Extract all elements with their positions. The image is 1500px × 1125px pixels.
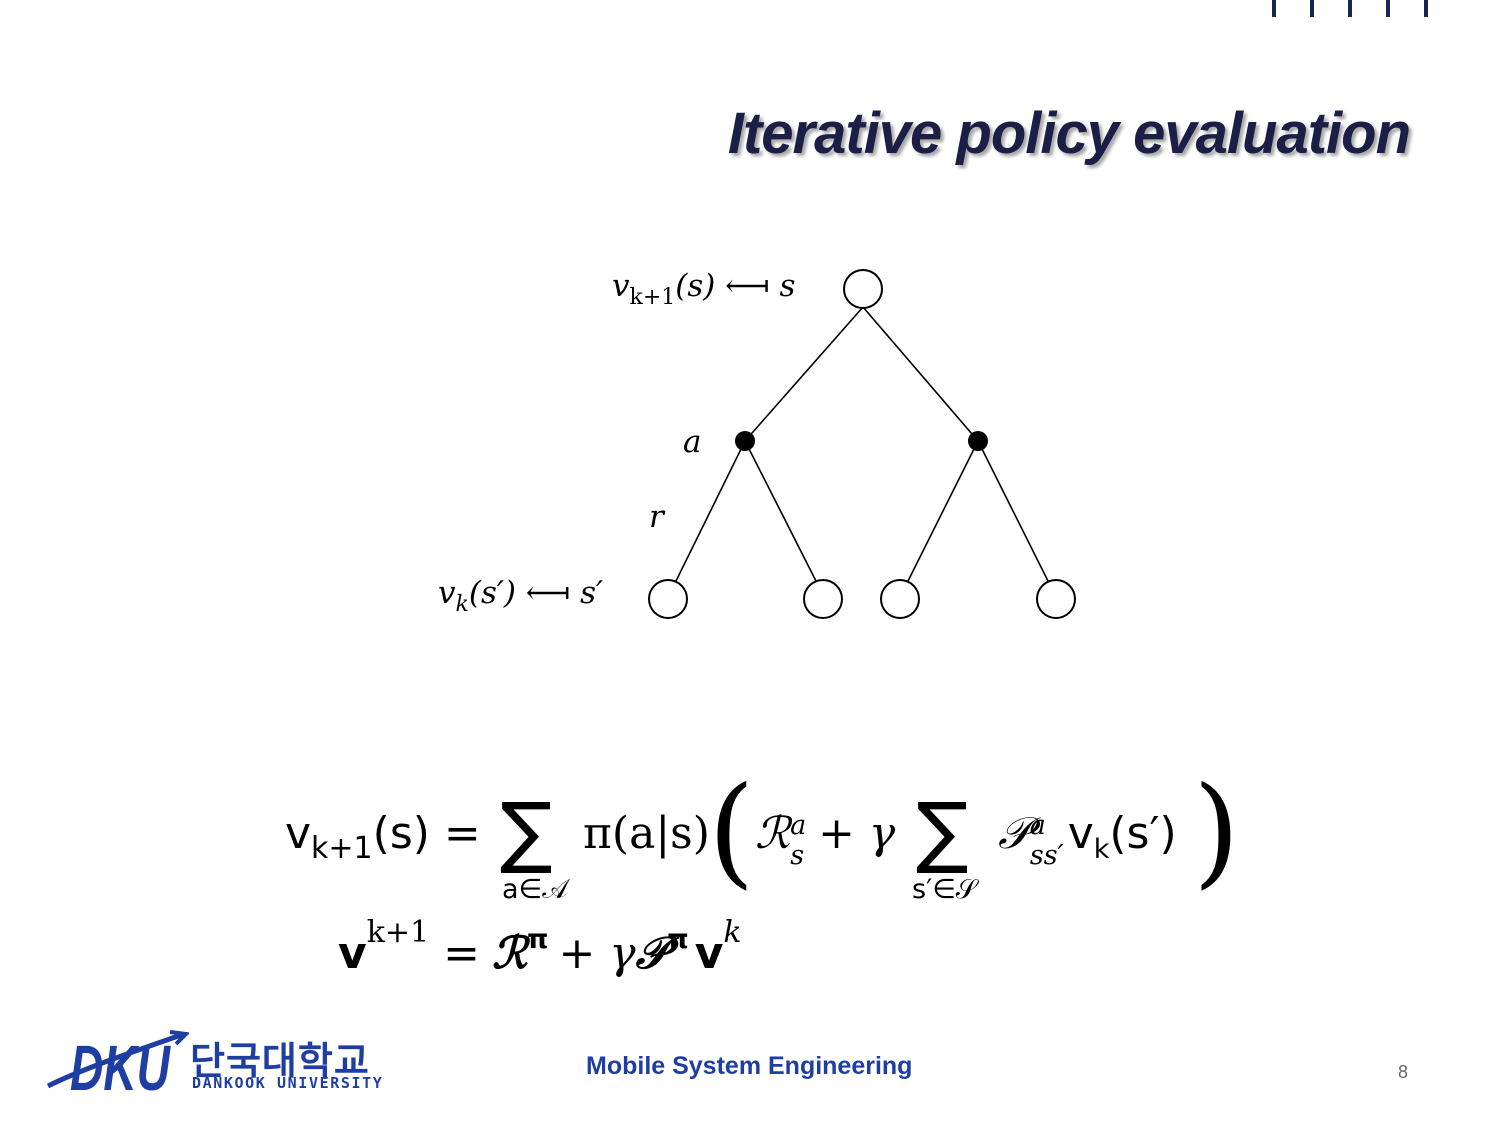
dku-emblem-icon: DKU (46, 1030, 189, 1098)
state-node-leaf-1 (648, 579, 688, 619)
close-paren: ) (1193, 762, 1240, 901)
open-paren: ( (708, 762, 755, 901)
root-label: vk+1(s) ⟻ s (612, 268, 795, 310)
state-node-leaf-4 (1036, 579, 1076, 619)
corner-decoration (1265, 0, 1435, 20)
dankook-university-logo: DKU 단국대학교 DANKOOK UNIVERSITY (44, 1028, 414, 1098)
svg-text:vk+1(s) =: vk+1(s) = (285, 808, 481, 866)
action-node-2 (968, 431, 988, 451)
footer-course-title: Mobile System Engineering (586, 1052, 913, 1080)
logo-english-name: DANKOOK UNIVERSITY (192, 1074, 384, 1092)
sum-symbol-2: ∑ (916, 787, 969, 877)
page-number: 8 (1398, 1062, 1409, 1082)
svg-text:π(a|s): π(a|s) (583, 808, 710, 859)
sum-symbol-1: ∑ (500, 787, 553, 877)
backup-diagram: vk+1(s) ⟻ s a r vk(s′) ⟻ s′ (438, 268, 1076, 619)
edge-root-action2 (862, 306, 979, 442)
edge-root-action1 (744, 306, 864, 442)
edge-action1-leaf2 (744, 440, 818, 584)
reward-label: r (649, 499, 666, 535)
leaf-label: vk(s′) ⟻ s′ (438, 575, 603, 617)
svg-text:ℛas+ γ: ℛas+ γ (755, 808, 896, 871)
edge-action2-leaf4 (977, 440, 1050, 584)
svg-text:s′∈𝒮: s′∈𝒮 (912, 874, 980, 905)
edge-action2-leaf3 (906, 440, 979, 584)
state-node-leaf-3 (880, 579, 920, 619)
state-node-root (843, 269, 883, 309)
slide-title: Iterative policy evaluation (727, 101, 1411, 166)
svg-text:a∈𝒜: a∈𝒜 (502, 874, 570, 905)
action-node-1 (735, 431, 755, 451)
edge-action1-leaf1 (674, 440, 746, 584)
logo-korean-name: 단국대학교 (190, 1039, 370, 1083)
action-label: a (683, 424, 701, 460)
state-node-leaf-2 (803, 579, 843, 619)
